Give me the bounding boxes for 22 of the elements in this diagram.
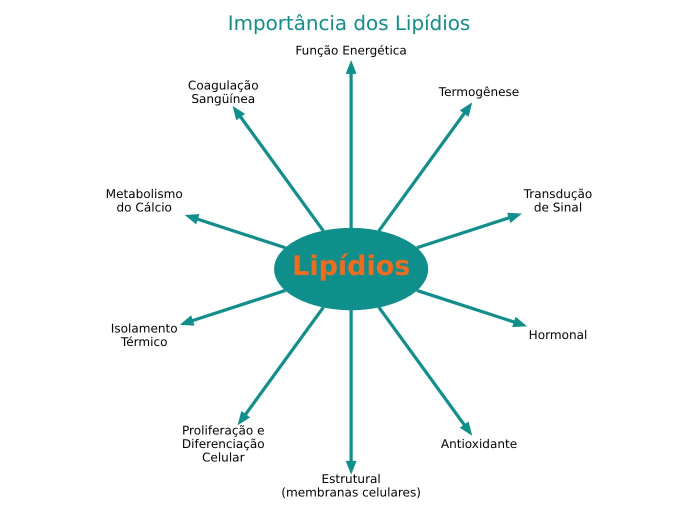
arrow — [237, 306, 324, 426]
arrow — [345, 60, 356, 228]
node-text: Antioxidante — [440, 436, 517, 451]
node-text: Coagulação Sangüínea — [187, 78, 258, 106]
arrow — [179, 288, 286, 326]
node-text: Transdução de Sinal — [523, 187, 592, 215]
arrow — [377, 102, 472, 232]
arrow — [377, 306, 472, 436]
node-text: Hormonal — [528, 328, 587, 342]
arrow — [416, 212, 522, 250]
node-text: Função Energética — [294, 43, 406, 58]
node-ellipse: Lipídios — [274, 228, 428, 310]
arrow — [416, 288, 526, 328]
node-text: Metabolismo do Cálcio — [105, 187, 182, 215]
node-text: Proliferação e Diferenciação Celular — [181, 423, 264, 464]
node-text: Estrutural (membranas celulares) — [280, 472, 420, 500]
diagram-title: Importância dos Lipídios — [227, 12, 470, 35]
arrow — [345, 310, 356, 475]
node-text: Isolamento Térmico — [110, 321, 178, 349]
arrow — [232, 106, 324, 232]
arrow — [184, 214, 286, 250]
node-text: Termogênese — [438, 84, 519, 99]
